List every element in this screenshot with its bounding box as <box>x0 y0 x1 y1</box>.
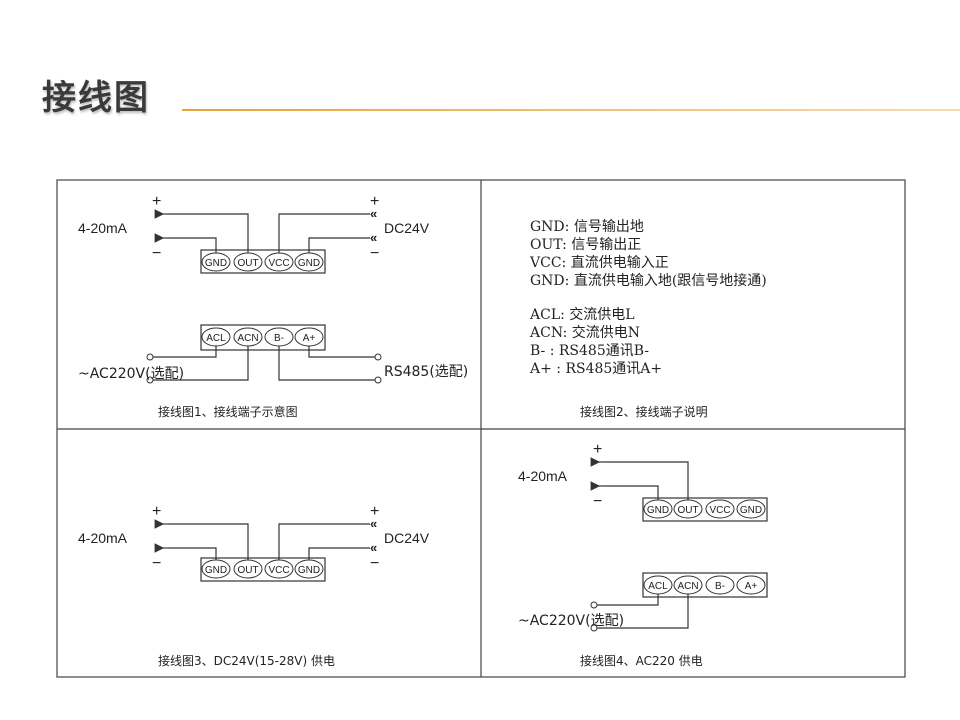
p2-line-4: GND: 直流供电输入地(跟信号地接通) <box>530 272 767 289</box>
p1-terminal-acn: ACN <box>237 333 258 344</box>
p3-power-marker-2: « <box>370 540 377 555</box>
p3-terminal-out: OUT <box>237 565 258 576</box>
p3-power-label: DC24V <box>384 530 430 546</box>
p3-terminal-gnd-2: GND <box>298 565 320 576</box>
p2-line-2: OUT: 信号输出正 <box>530 237 641 253</box>
p4-terminal-gnd-2: GND <box>740 505 762 516</box>
p3-terminal-vcc: VCC <box>268 565 289 576</box>
p3-terminal-gnd-1: GND <box>205 565 227 576</box>
p4-ac-label: ~AC220V(选配) <box>518 613 624 629</box>
panel-3-terminals <box>201 559 324 579</box>
p1-power-label: DC24V <box>384 220 430 236</box>
panel-1 <box>152 209 376 381</box>
panel-4-terminals-bottom <box>643 575 766 595</box>
p4-terminal-b: B- <box>715 581 725 592</box>
p3-output-label: 4-20mA <box>78 530 128 546</box>
p1-ac-label: ~AC220V(选配) <box>78 366 184 382</box>
p1-terminal-acl: ACL <box>206 333 226 344</box>
p2-line-1: GND: 信号输出地 <box>530 219 644 235</box>
title-underline <box>182 109 960 111</box>
p1-terminal-a: A+ <box>303 333 316 344</box>
panel-1-wire-ends <box>146 353 382 384</box>
p3-minus-right: − <box>370 555 379 572</box>
p4-minus: − <box>593 493 602 510</box>
p1-minus-left: − <box>152 245 161 262</box>
p3-plus-right: + <box>370 503 379 520</box>
p1-terminal-vcc: VCC <box>268 258 289 269</box>
p1-rs485-label: RS485(选配) <box>384 364 468 380</box>
p3-plus-left: + <box>152 503 161 520</box>
p4-terminal-out: OUT <box>677 505 698 516</box>
p2-line-6: ACN: 交流供电N <box>529 324 640 341</box>
p1-power-marker-2: « <box>370 230 377 245</box>
panel-4 <box>590 457 768 629</box>
page-title: 接线图 <box>42 78 150 118</box>
p3-caption: 接线图3、DC24V(15-28V) 供电 <box>158 653 335 668</box>
p4-terminal-vcc: VCC <box>709 505 730 516</box>
p2-line-3: VCC: 直流供电输入正 <box>529 254 669 271</box>
p1-output-label: 4-20mA <box>78 220 128 236</box>
p1-terminal-gnd-1: GND <box>205 258 227 269</box>
panel-1-terminals-top <box>201 252 324 272</box>
p1-terminal-gnd-2: GND <box>298 258 320 269</box>
p1-power-marker-1: « <box>370 206 377 221</box>
p1-plus-left: + <box>152 193 161 210</box>
p4-terminal-acl: ACL <box>648 581 668 592</box>
p2-line-7: B- : RS485通讯B- <box>530 343 649 359</box>
p1-plus-right: + <box>370 193 379 210</box>
p4-plus: + <box>593 441 602 458</box>
panel-4-wire-ends <box>590 601 598 632</box>
p2-line-5: ACL: 交流供电L <box>529 306 635 323</box>
p1-minus-right: − <box>370 245 379 262</box>
p4-output-label: 4-20mA <box>518 468 568 484</box>
panel-4-terminals-top <box>643 499 766 519</box>
p1-terminal-b: B- <box>274 333 284 344</box>
p1-terminal-out: OUT <box>237 258 258 269</box>
p4-terminal-gnd-1: GND <box>647 505 669 516</box>
p4-caption: 接线图4、AC220 供电 <box>580 653 703 668</box>
p2-caption: 接线图2、接线端子说明 <box>580 404 708 419</box>
p4-terminal-a: A+ <box>745 581 758 592</box>
p3-minus-left: − <box>152 555 161 572</box>
p2-line-8: A+ : RS485通讯A+ <box>529 361 662 377</box>
panel-1-terminals-bottom <box>201 327 324 347</box>
p1-caption: 接线图1、接线端子示意图 <box>158 404 298 419</box>
panel-3 <box>154 519 370 582</box>
p4-terminal-acn: ACN <box>677 581 698 592</box>
p3-power-marker-1: « <box>370 516 377 531</box>
